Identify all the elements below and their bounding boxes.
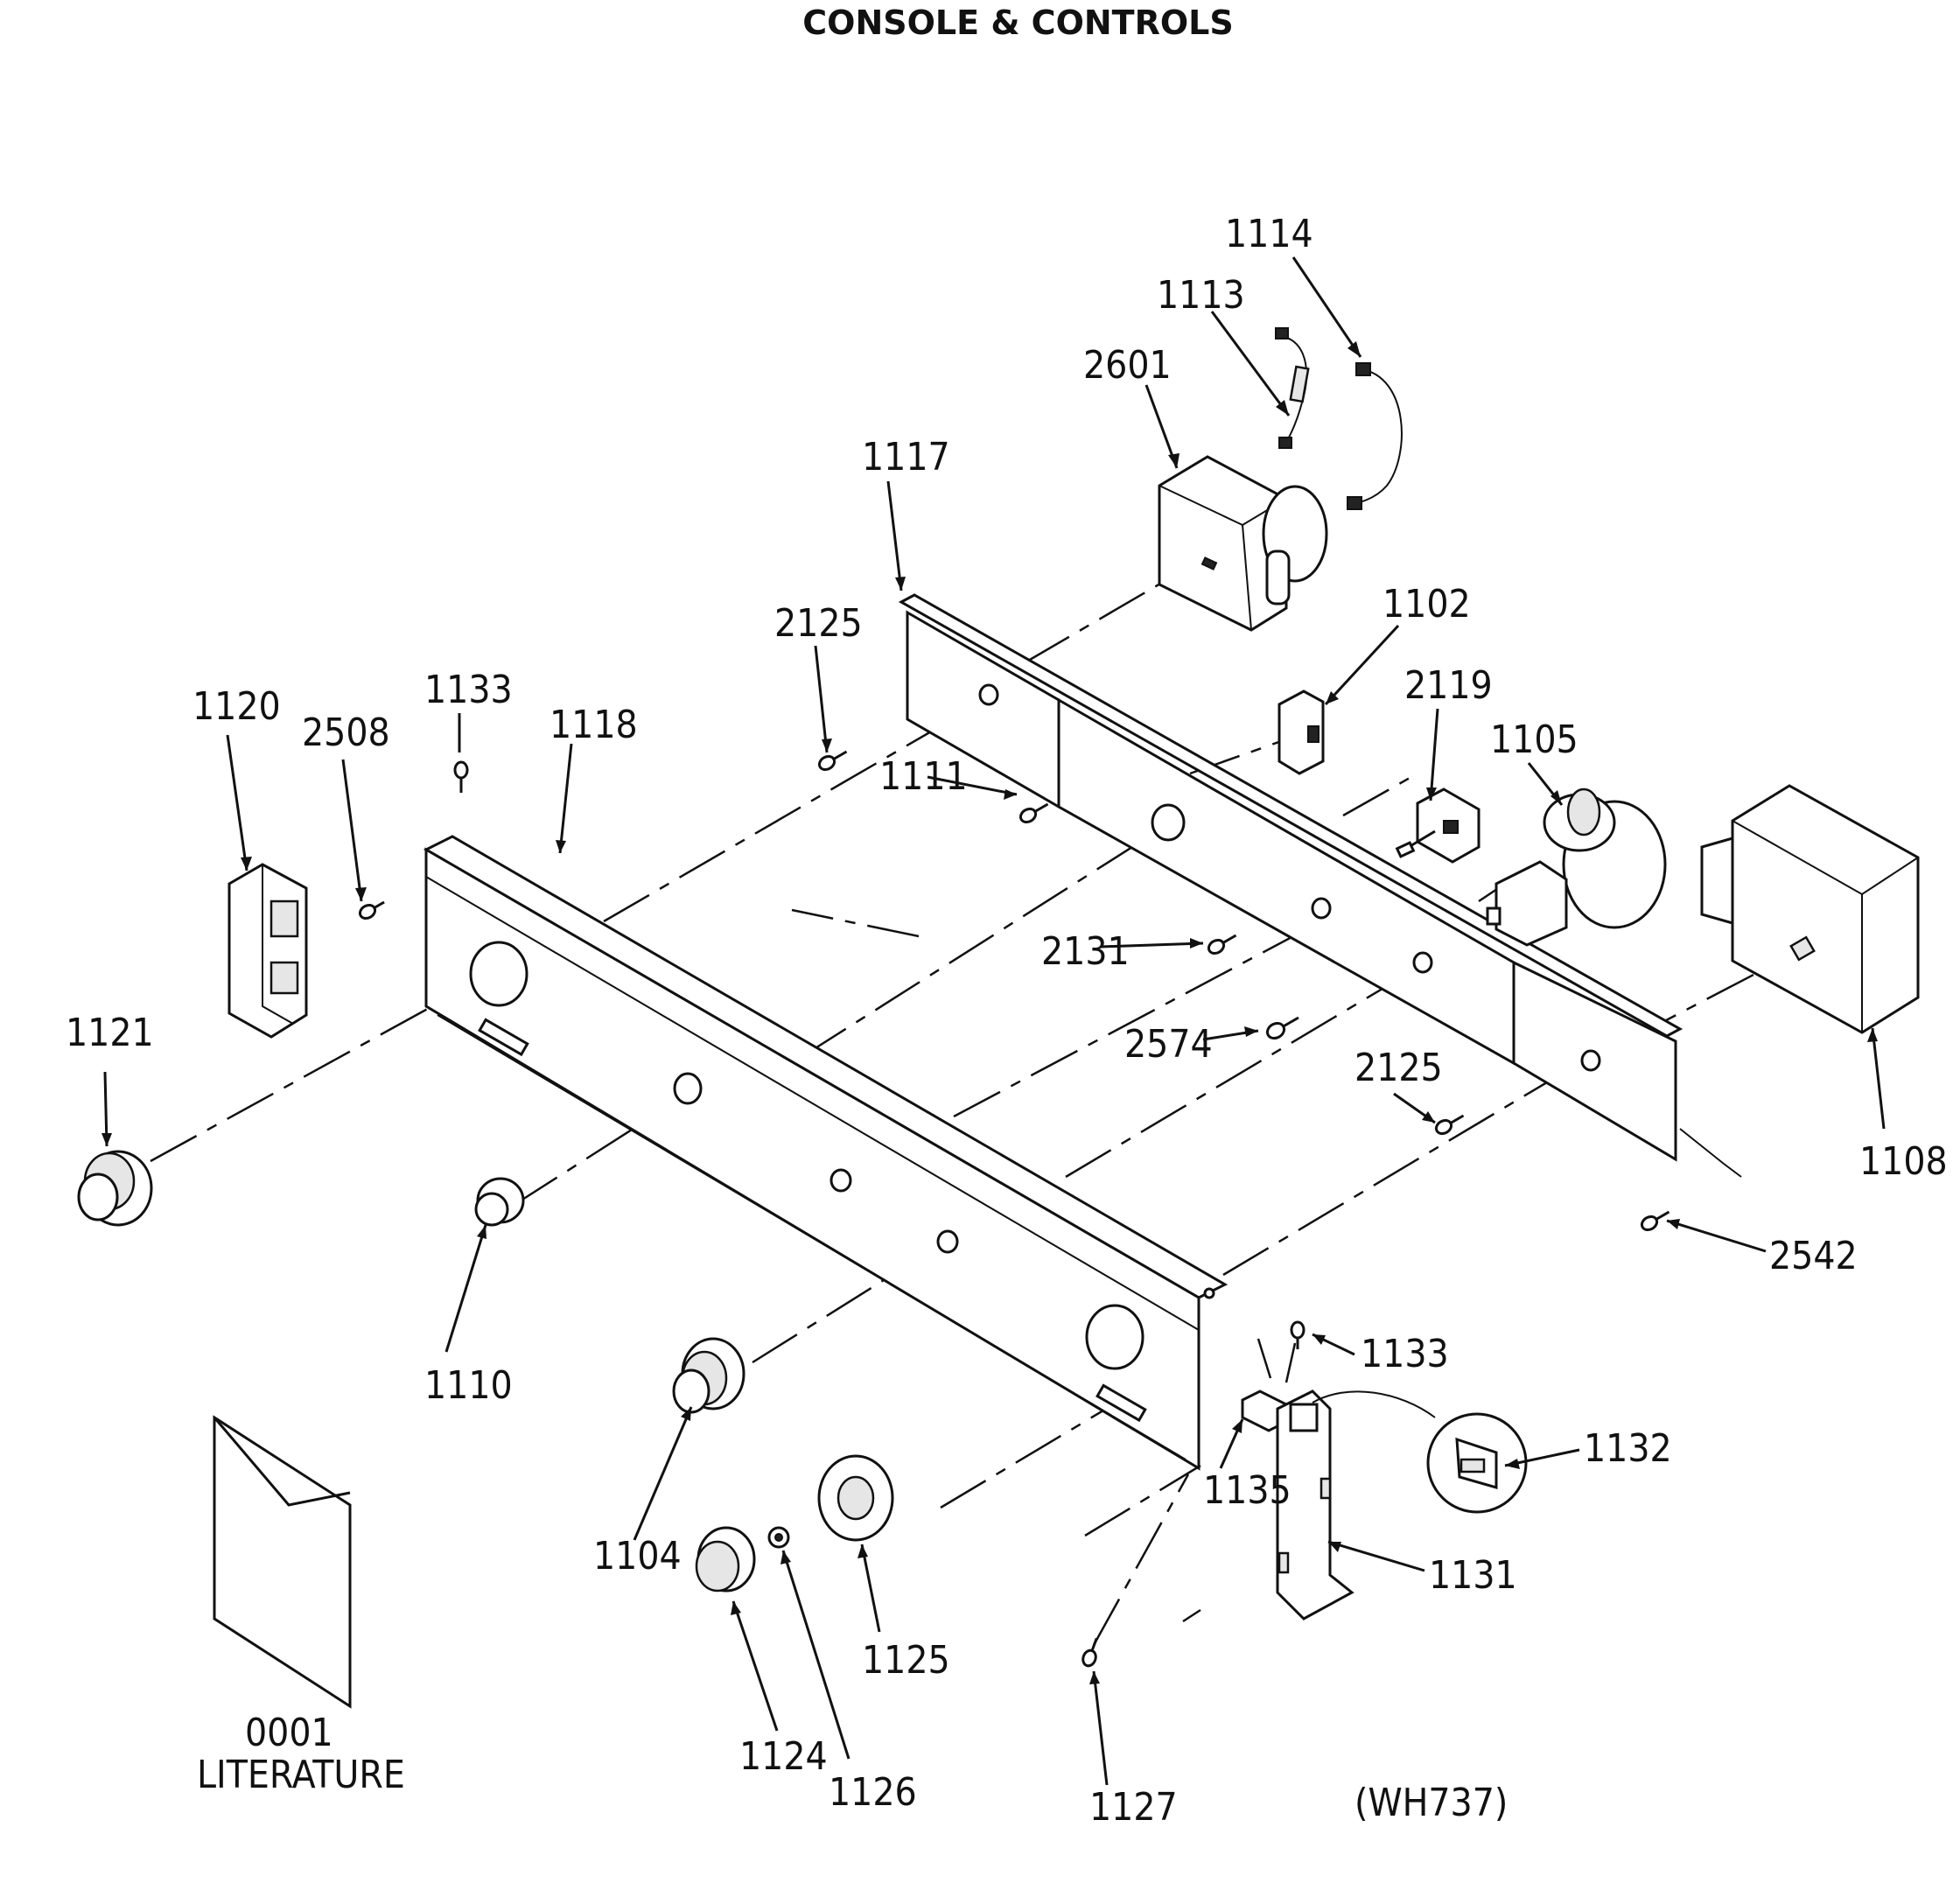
callout-label: 1132 [1584, 1426, 1672, 1471]
callout-label: 2542 [1769, 1234, 1858, 1278]
diagram-code: (WH737) [1354, 1781, 1508, 1825]
control-panel-bracket [898, 593, 1742, 1178]
wire-harness [1275, 327, 1403, 510]
callout-label: 1110 [424, 1363, 513, 1408]
callout-label: 1135 [1203, 1468, 1292, 1513]
selector-switch [1486, 788, 1667, 947]
switch [1278, 690, 1325, 775]
console-panel [423, 835, 1228, 1471]
callout-label: 1111 [879, 754, 968, 799]
callout-label: 1125 [862, 1638, 950, 1683]
clip-1126 [767, 1526, 790, 1549]
callout-label: 2125 [774, 601, 863, 646]
callout-label: 1113 [1157, 273, 1245, 318]
end-cap [228, 863, 308, 1039]
callout-label: 1105 [1490, 718, 1578, 762]
callout-label: 2508 [302, 710, 390, 755]
callout-label: 1127 [1089, 1785, 1178, 1830]
callout-label: 1124 [739, 1734, 828, 1779]
callout-label: 2125 [1354, 1046, 1443, 1090]
timer-box [1700, 784, 1920, 1034]
literature-label: LITERATURE [197, 1753, 405, 1797]
callout-label: 2574 [1124, 1022, 1213, 1067]
knob-1104 [672, 1337, 746, 1414]
callout-label: 1102 [1382, 582, 1471, 626]
part-labels: 1114 1113 2601 1117 1102 2125 2119 1105 … [66, 212, 1948, 1830]
callout-label: 1118 [550, 703, 638, 747]
screws [358, 750, 1670, 1668]
callout-label: 1104 [593, 1534, 682, 1578]
callout-label: 2119 [1404, 663, 1493, 708]
literature-envelope [213, 1415, 352, 1709]
callout-label: 2601 [1083, 343, 1172, 388]
leader-lines [102, 256, 1886, 1786]
callout-label: 1126 [829, 1770, 917, 1815]
lid-switch-bracket-1131 [1276, 1390, 1354, 1620]
callout-label: 1117 [862, 435, 950, 480]
callout-label: 1133 [1361, 1332, 1449, 1376]
literature-number: 0001 [245, 1711, 333, 1755]
rotary-switch [1395, 788, 1480, 864]
callout-label: 1131 [1429, 1553, 1517, 1598]
callout-label: 2131 [1041, 929, 1130, 974]
callout-label: 1114 [1225, 212, 1313, 256]
page-title: CONSOLE & CONTROLS [802, 4, 1234, 42]
knob-1121 [77, 1150, 153, 1227]
knob-1124 [695, 1526, 756, 1592]
callout-label: 1108 [1859, 1139, 1948, 1184]
dial-1125 [817, 1454, 894, 1542]
callout-label: 1133 [424, 668, 513, 712]
timer-motor [1158, 455, 1328, 632]
callout-label: 1121 [66, 1011, 154, 1055]
button-1110 [474, 1177, 525, 1227]
callout-label: 1120 [192, 684, 281, 729]
clip-1132 [1312, 1390, 1528, 1514]
